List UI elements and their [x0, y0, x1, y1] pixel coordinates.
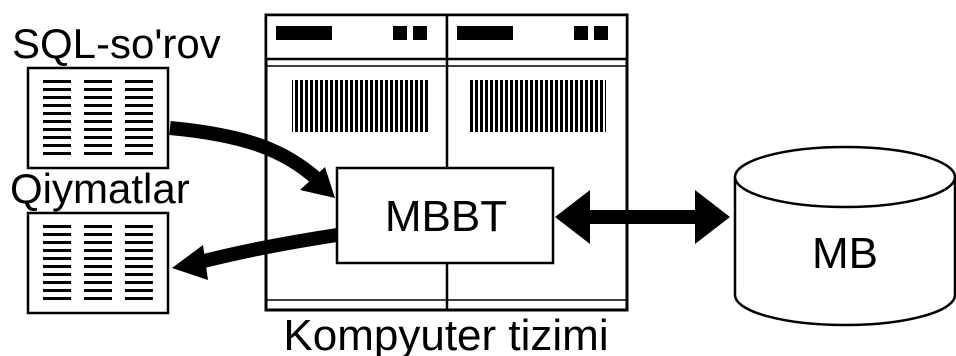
dbms-box: MBBT	[335, 166, 555, 265]
result-arrow	[172, 228, 339, 280]
indicator-light	[393, 26, 407, 40]
server-left-unit	[264, 13, 449, 132]
drive-slot	[276, 26, 332, 40]
indicator-light	[574, 26, 588, 40]
system-label: Kompyuter tizimi	[283, 311, 608, 356]
database-label: MB	[812, 229, 878, 278]
db-link-arrow	[555, 190, 730, 244]
vent-grille	[470, 80, 606, 132]
computer-system	[264, 13, 629, 312]
result-document	[26, 211, 170, 315]
indicator-light	[594, 26, 608, 40]
document-icon	[26, 211, 170, 315]
query-label: SQL-so'rov	[12, 20, 221, 67]
drive-slot	[457, 26, 513, 40]
query-arrow	[169, 121, 335, 198]
server-right-unit	[445, 13, 629, 132]
document-icon	[26, 66, 170, 170]
values-label: Qiymatlar	[10, 165, 190, 212]
query-document	[26, 66, 170, 170]
vent-grille	[292, 80, 428, 132]
indicator-light	[413, 26, 427, 40]
dbms-label: MBBT	[385, 192, 507, 241]
database-cylinder-icon: MB	[733, 145, 956, 327]
